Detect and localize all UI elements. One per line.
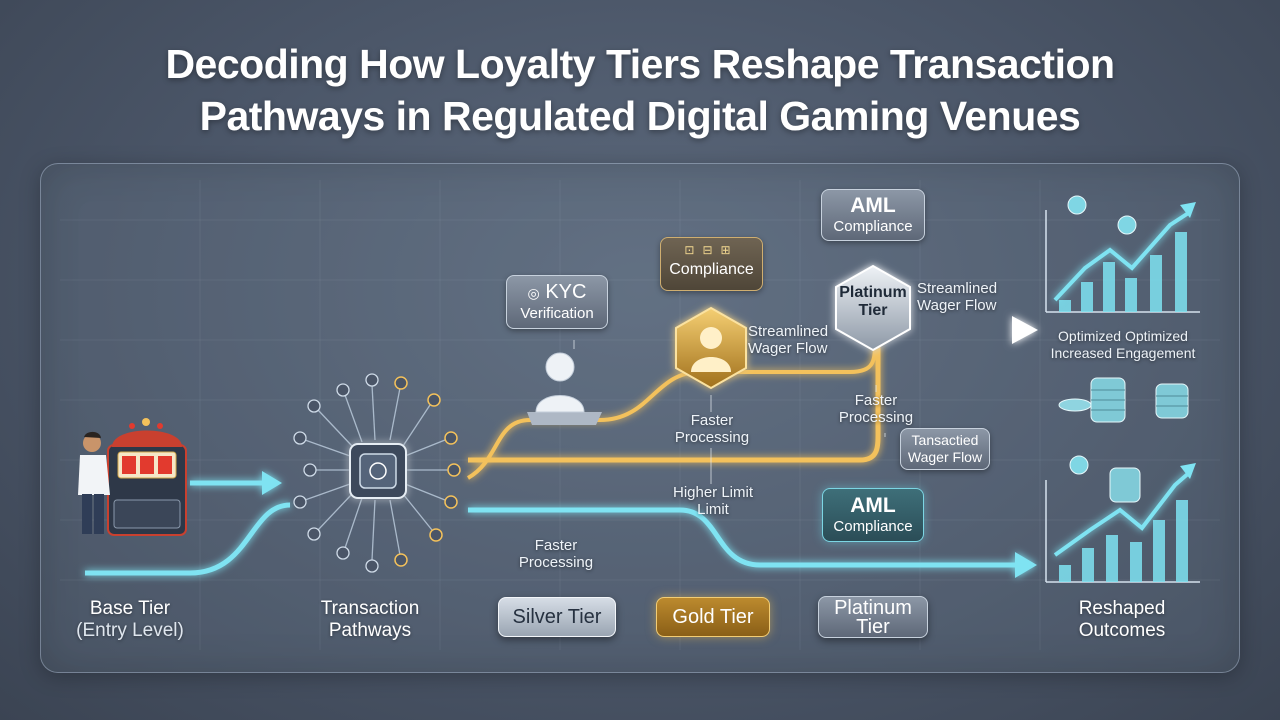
pathways-line-2: Pathways [328, 620, 412, 641]
optimized-line-2: Increased Engagement [1050, 345, 1196, 361]
streamlined-plat-line-2: Wager Flow [917, 297, 997, 314]
silver-flow-path [468, 507, 1037, 578]
streamlined-wager-flow-platinum: Streamlined Wager Flow [917, 280, 997, 314]
streamlined-gold-line-2: Wager Flow [748, 340, 828, 357]
higher-line-2: Limit [697, 501, 729, 518]
aml-top-label: AML [850, 194, 896, 217]
platinum-tier-pill: Platinum Tier [818, 596, 928, 638]
faster-processing-platinum: Faster Processing [826, 392, 926, 426]
platinum-hex-line-2: Tier [858, 302, 888, 319]
player-figure-icon [78, 431, 110, 534]
faster-processing-silver: Faster Processing [506, 537, 606, 571]
background-grid [60, 180, 1220, 650]
base-flow-paths [85, 471, 291, 576]
streamlined-plat-line-1: Streamlined [917, 280, 998, 297]
aml-compliance-badge-top: AML Compliance [821, 189, 925, 241]
optimized-engagement-label: Optimized Optimized Increased Engagement [1040, 328, 1206, 362]
title-line-1: Decoding How Loyalty Tiers Reshape Trans… [165, 41, 1115, 87]
pathways-line-1: Transaction [320, 598, 420, 619]
bar-chart-icon-bottom [1045, 455, 1200, 583]
kyc-sub-label: Verification [520, 305, 594, 322]
aml-bottom-sub-label: Compliance [833, 518, 913, 535]
platinum-hex-line-1: Platinum [839, 284, 907, 301]
kyc-verification-badge: ◎ KYC Verification [506, 275, 608, 329]
page-title: Decoding How Loyalty Tiers Reshape Trans… [0, 38, 1280, 142]
gold-flow-paths [466, 339, 881, 480]
gold-user-hex-icon [675, 306, 747, 390]
streamlined-gold-line-1: Streamlined [748, 323, 829, 340]
platinum-pill-line-1: Platinum [834, 597, 912, 619]
streamlined-wager-flow-gold: Streamlined Wager Flow [748, 323, 828, 357]
aml-bottom-label: AML [850, 494, 896, 517]
title-line-2: Pathways in Regulated Digital Gaming Ven… [199, 93, 1081, 139]
gold-tier-pill: Gold Tier [656, 597, 770, 637]
transaction-pathways-label: Transaction Pathways [290, 598, 450, 642]
outcomes-line-1: Reshaped [1078, 598, 1166, 619]
platinum-hex-icon [835, 264, 911, 352]
higher-line-1: Higher Limit [672, 484, 754, 501]
silver-tier-pill: Silver Tier [498, 597, 616, 637]
higher-limit-label: Higher Limit Limit [661, 484, 765, 518]
transacted-wager-flow-badge: Tansactied Wager Flow [900, 428, 990, 470]
base-tier-sub: (Entry Level) [76, 620, 184, 641]
base-tier-label: Base Tier (Entry Level) [50, 598, 210, 642]
circuit-chip-icon [293, 373, 461, 573]
scan-icons: ⊡⊟⊞ [684, 243, 739, 257]
faster-plat-line-2: Processing [838, 409, 914, 426]
gold-compliance-badge: ⊡⊟⊞ Compliance [660, 237, 763, 291]
platinum-pill-line-2: Tier [856, 616, 890, 638]
platinum-hex-label: Platinum Tier [823, 284, 923, 320]
faster-silver-line-1: Faster [534, 537, 578, 554]
optimized-line-1: Optimized Optimized [1058, 328, 1188, 344]
slot-machine-icon [107, 418, 187, 536]
base-tier-name: Base Tier [89, 598, 171, 619]
faster-gold-line-1: Faster [690, 412, 734, 429]
diagram-panel [40, 163, 1240, 673]
bar-chart-icon-top [1045, 195, 1200, 313]
aml-compliance-badge-bottom: AML Compliance [822, 488, 924, 542]
faster-gold-line-2: Processing [674, 429, 750, 446]
reshaped-outcomes-label: Reshaped Outcomes [1042, 598, 1202, 642]
kyc-label: KYC [545, 281, 587, 303]
faster-plat-line-1: Faster [854, 392, 898, 409]
silver-user-icon [527, 352, 602, 425]
outcomes-line-2: Outcomes [1078, 620, 1166, 641]
platinum-flow-arrow [905, 316, 1038, 344]
faster-silver-line-2: Processing [518, 554, 594, 571]
connector-lines [573, 340, 886, 484]
transacted-line-1: Tansactied [911, 432, 979, 448]
fingerprint-icon: ◎ [527, 285, 540, 301]
gold-compliance-label: Compliance [669, 261, 754, 278]
coin-stack-icon [1058, 377, 1189, 423]
aml-top-sub-label: Compliance [833, 218, 913, 235]
transacted-line-2: Wager Flow [907, 449, 983, 465]
faster-processing-gold: Faster Processing [662, 412, 762, 446]
